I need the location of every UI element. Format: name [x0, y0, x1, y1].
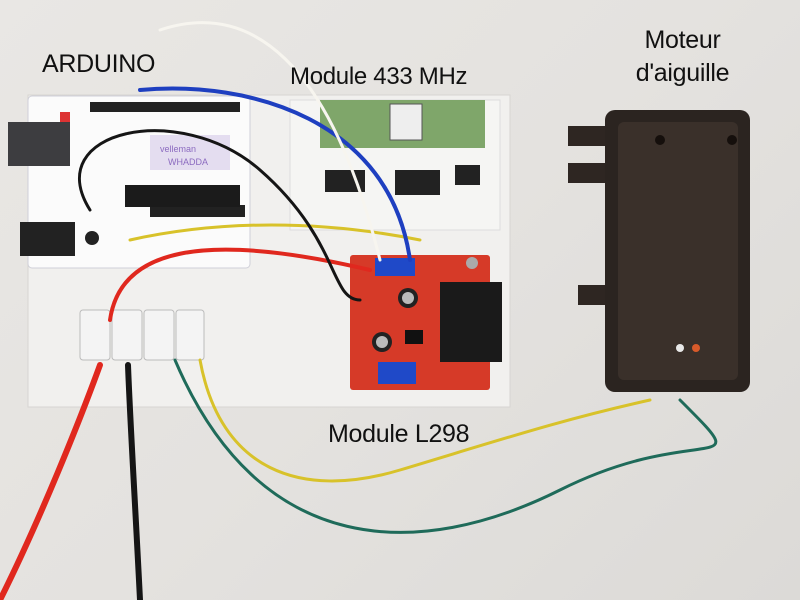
board-brand: velleman [160, 144, 196, 154]
switch-motor [568, 110, 750, 392]
terminal-blocks [79, 309, 205, 361]
wires [0, 21, 718, 600]
label-module-l298: Module L298 [328, 420, 470, 448]
label-arduino: ARDUINO [42, 50, 156, 78]
l298-module [350, 255, 502, 390]
label-moteur-aiguille: Moteur d'aiguille [605, 24, 760, 89]
label-moteur-line1: Moteur [644, 26, 721, 54]
board-model: WHADDA [168, 157, 208, 167]
label-module-433: Module 433 MHz [290, 63, 468, 90]
label-moteur-line2: d'aiguille [635, 58, 730, 87]
arduino-board: velleman WHADDA [8, 95, 251, 269]
